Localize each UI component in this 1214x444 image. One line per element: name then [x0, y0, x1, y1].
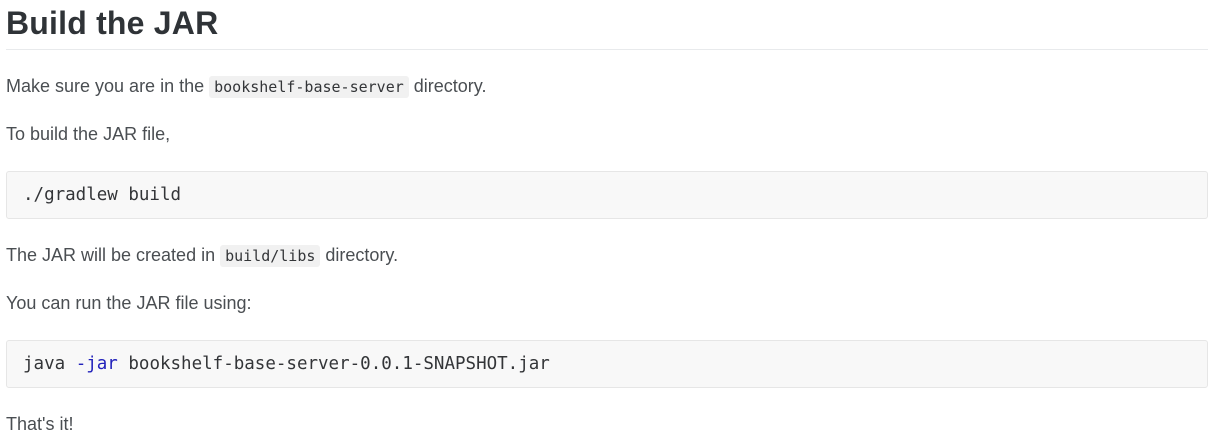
- paragraph-output-location: The JAR will be created in build/libs di…: [6, 245, 1208, 268]
- inline-code-directory: bookshelf-base-server: [209, 76, 409, 99]
- paragraph-closing: That's it!: [6, 414, 74, 435]
- paragraph-directory-note: Make sure you are in the bookshelf-base-…: [6, 76, 1208, 99]
- paragraph-build-intro: To build the JAR file,: [6, 124, 171, 145]
- code-block-build: ./gradlew build: [6, 171, 1208, 220]
- text-segment: directory.: [320, 245, 399, 266]
- paragraph-run-intro: You can run the JAR file using:: [6, 293, 252, 314]
- page-title: Build the JAR: [6, 5, 1208, 51]
- code-run-command: java -jar bookshelf-base-server-0.0.1-SN…: [23, 354, 550, 374]
- doc-content: Build the JAR Make sure you are in the b…: [6, 5, 1208, 435]
- text-segment: directory.: [408, 76, 487, 97]
- code-build-command: ./gradlew build: [23, 185, 182, 206]
- code-block-run: java -jar bookshelf-base-server-0.0.1-SN…: [6, 340, 1208, 389]
- code-token-args: bookshelf-base-server-0.0.1-SNAPSHOT.jar: [117, 354, 550, 375]
- code-token-jar-flag: -jar: [75, 354, 118, 375]
- text-segment: Make sure you are in the: [6, 76, 210, 97]
- code-token-command: java: [23, 354, 76, 375]
- inline-code-build-libs: build/libs: [220, 245, 321, 268]
- text-segment: The JAR will be created in: [6, 245, 221, 266]
